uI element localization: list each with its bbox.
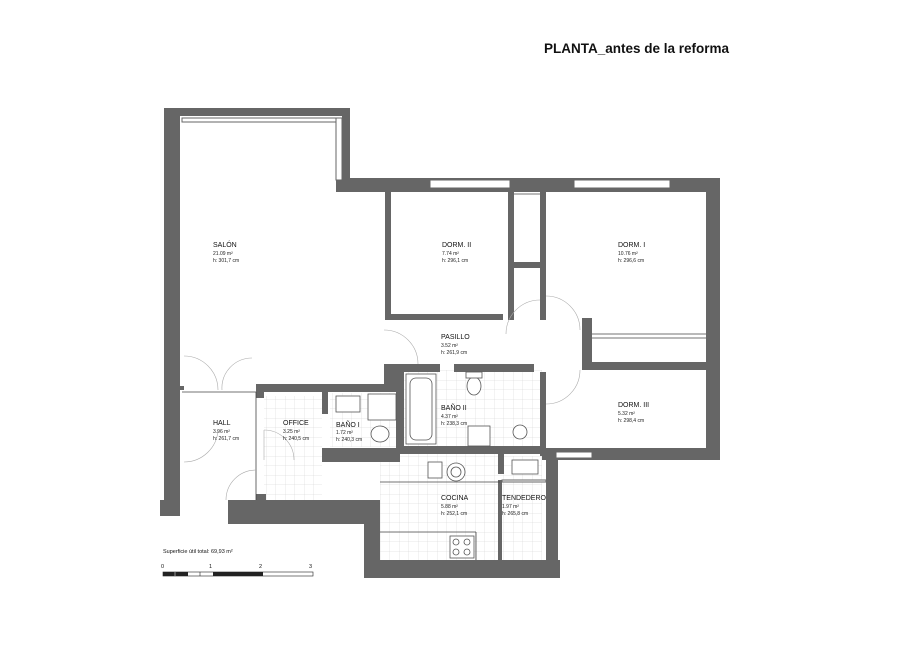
- room-label-bano-i: BAÑO I 1.72 m² h: 240,3 cm: [336, 420, 362, 443]
- svg-text:1.97 m²: 1.97 m²: [502, 504, 519, 510]
- room-label-pasillo: PASILLO 3.52 m² h: 261,9 cm: [441, 334, 470, 356]
- svg-text:h: 261,7 cm: h: 261,7 cm: [213, 436, 239, 442]
- svg-text:3: 3: [309, 564, 312, 570]
- svg-text:0: 0: [161, 564, 164, 570]
- room-label-dorm-iii: DORM. III 5.32 m² h: 298,4 cm: [618, 402, 649, 424]
- svg-text:h: 301,7 cm: h: 301,7 cm: [213, 258, 239, 264]
- svg-text:SALÓN: SALÓN: [213, 240, 237, 249]
- svg-text:5.32 m²: 5.32 m²: [618, 411, 635, 417]
- svg-text:10.76 m²: 10.76 m²: [618, 251, 638, 257]
- sink-bano-i: [335, 395, 361, 413]
- svg-text:2: 2: [259, 564, 262, 570]
- shower-tray: [367, 393, 397, 421]
- svg-text:h: 261,9 cm: h: 261,9 cm: [441, 350, 467, 356]
- scale-bar: 0 1 2 3: [161, 564, 314, 577]
- room-label-cocina: COCINA 5.88 m² h: 252,1 cm: [441, 495, 469, 517]
- svg-text:1: 1: [209, 564, 212, 570]
- svg-text:HALL: HALL: [213, 420, 231, 427]
- svg-text:3.25 m²: 3.25 m²: [283, 429, 300, 435]
- room-label-dorm-i: DORM. I 10.76 m² h: 296,6 cm: [618, 242, 645, 264]
- room-label-tendedero: TENDEDERO 1.97 m² h: 265,8 cm: [502, 495, 547, 517]
- room-label-hall: HALL 3.96 m² h: 261,7 cm: [213, 420, 239, 442]
- room-label-bano-ii: BAÑO II 4.37 m² h: 238,3 cm: [441, 403, 467, 427]
- svg-text:PASILLO: PASILLO: [441, 334, 470, 341]
- kitchen-sink: [427, 461, 443, 479]
- toilet-bano-ii: [466, 376, 482, 396]
- room-label-dorm-ii: DORM. II 7.74 m² h: 296,1 cm: [442, 242, 471, 264]
- door-swings: [183, 295, 581, 501]
- svg-text:5.88 m²: 5.88 m²: [441, 504, 458, 510]
- toilet-bano-i: [370, 425, 390, 443]
- svg-text:h: 265,8 cm: h: 265,8 cm: [502, 511, 528, 517]
- svg-text:BAÑO I: BAÑO I: [336, 420, 360, 429]
- svg-text:TENDEDERO: TENDEDERO: [502, 495, 547, 502]
- svg-text:OFFICE: OFFICE: [283, 420, 309, 427]
- svg-text:1.72 m²: 1.72 m²: [336, 430, 353, 436]
- plan-title: PLANTA_antes de la reforma: [544, 41, 730, 56]
- svg-text:3.52 m²: 3.52 m²: [441, 343, 458, 349]
- svg-text:h: 240,3 cm: h: 240,3 cm: [336, 437, 362, 443]
- svg-text:h: 298,4 cm: h: 298,4 cm: [618, 418, 644, 424]
- svg-text:h: 240,5 cm: h: 240,5 cm: [283, 436, 309, 442]
- svg-text:h: 296,1 cm: h: 296,1 cm: [442, 258, 468, 264]
- svg-text:COCINA: COCINA: [441, 495, 469, 502]
- bidet: [512, 424, 528, 440]
- room-label-salon: SALÓN 21.09 m² h: 301,7 cm: [213, 240, 239, 264]
- svg-text:3.96 m²: 3.96 m²: [213, 429, 230, 435]
- svg-text:7.74 m²: 7.74 m²: [442, 251, 459, 257]
- svg-text:h: 296,6 cm: h: 296,6 cm: [618, 258, 644, 264]
- svg-text:DORM. I: DORM. I: [618, 242, 645, 249]
- surface-total: Superficie útil total: 69,93 m²: [163, 549, 233, 555]
- svg-text:21.09 m²: 21.09 m²: [213, 251, 233, 257]
- fixtures: [335, 371, 539, 559]
- partition-lines: [182, 193, 706, 560]
- room-label-office: OFFICE 3.25 m² h: 240,5 cm: [283, 420, 309, 442]
- cooktop: [449, 535, 475, 559]
- svg-text:h: 238,3 cm: h: 238,3 cm: [441, 421, 467, 427]
- windows: [181, 117, 671, 483]
- svg-text:DORM. II: DORM. II: [442, 242, 471, 249]
- tendedero-sink: [511, 459, 539, 475]
- svg-text:DORM. III: DORM. III: [618, 402, 649, 409]
- svg-text:4.37 m²: 4.37 m²: [441, 414, 458, 420]
- room-labels: SALÓN 21.09 m² h: 301,7 cm DORM. II 7.74…: [213, 240, 649, 517]
- svg-text:BAÑO II: BAÑO II: [441, 403, 467, 412]
- svg-text:h: 252,1 cm: h: 252,1 cm: [441, 511, 467, 517]
- sink-bano-ii: [467, 425, 491, 447]
